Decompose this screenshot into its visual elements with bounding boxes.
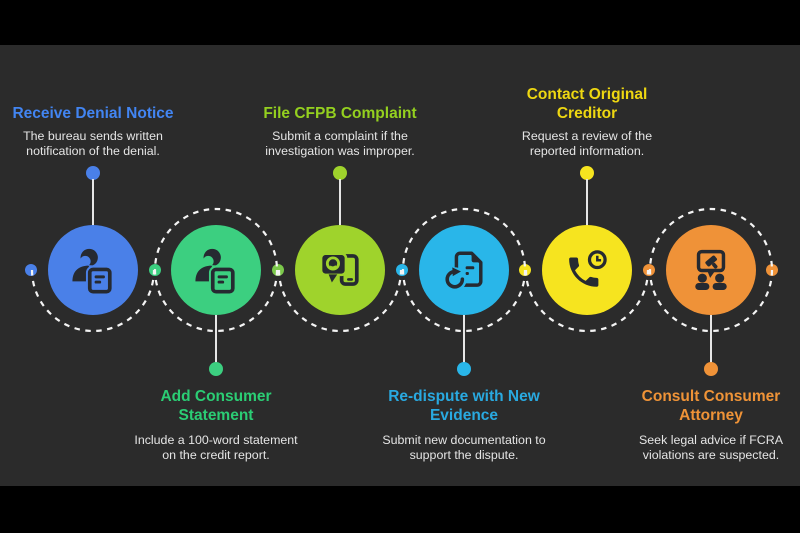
step-description: Seek legal advice if FCRA violations are…: [639, 433, 783, 462]
connector-line: [710, 315, 712, 363]
step-circle: [48, 225, 138, 315]
connector-line: [463, 315, 465, 363]
step-receive-denial-notice: Receive Denial Notice The bureau sends w…: [3, 45, 183, 486]
step-circle: [666, 225, 756, 315]
dashed-ring: [648, 207, 774, 333]
connector-line: [339, 179, 341, 226]
step-description: Submit new documentation to support the …: [382, 433, 546, 462]
redispute-document-icon: [442, 251, 483, 292]
connector-end-dot: [209, 362, 223, 376]
connector-line: [215, 315, 217, 363]
step-circle: [419, 225, 509, 315]
connector-end-dot: [86, 166, 100, 180]
process-timeline: Receive Denial Notice The bureau sends w…: [0, 45, 800, 486]
connector-dot: [25, 264, 37, 276]
step-title: Receive Denial Notice: [12, 105, 174, 122]
step-contact-original-creditor: Contact Original Creditor Request a revi…: [497, 45, 677, 486]
step-description: Request a review of the reported informa…: [521, 129, 653, 158]
step-add-consumer-statement: Add Consumer Statement Include a 100-wor…: [126, 45, 306, 486]
step-consult-consumer-attorney: Consult Consumer Attorney Seek legal adv…: [621, 45, 800, 486]
step-description: Include a 100-word statement on the cred…: [134, 433, 298, 462]
letterbox-top: [0, 0, 800, 45]
dashed-ring: [401, 207, 527, 333]
connector-end-dot: [457, 362, 471, 376]
attorney-consult-icon: [695, 249, 727, 291]
step-circle: [542, 225, 632, 315]
connector-end-dot: [333, 166, 347, 180]
step-description: Submit a complaint if the investigation …: [265, 129, 415, 158]
dashed-ring: [153, 207, 279, 333]
person-statement-icon: [195, 248, 237, 296]
connector-line: [92, 179, 94, 226]
step-description: The bureau sends written notification of…: [23, 129, 163, 158]
connector-end-dot: [704, 362, 718, 376]
complaint-search-phone-icon: [319, 252, 361, 288]
step-title: Add Consumer Statement: [160, 388, 272, 424]
step-title: Contact Original Creditor: [526, 86, 648, 122]
step-file-cfpb-complaint: File CFPB Complaint Submit a complaint i…: [250, 45, 430, 486]
phone-clock-icon: [569, 248, 609, 287]
step-circle: [295, 225, 385, 315]
step-title: Consult Consumer Attorney: [641, 388, 781, 424]
step-title: Re-dispute with New Evidence: [388, 388, 540, 424]
connector-end-dot: [580, 166, 594, 180]
person-statement-icon: [72, 248, 114, 296]
step-redispute-with-new-evidence: Re-dispute with New Evidence Submit new …: [374, 45, 554, 486]
connector-line: [586, 179, 588, 226]
letterbox-bottom: [0, 486, 800, 533]
step-title: File CFPB Complaint: [263, 105, 417, 122]
step-circle: [171, 225, 261, 315]
